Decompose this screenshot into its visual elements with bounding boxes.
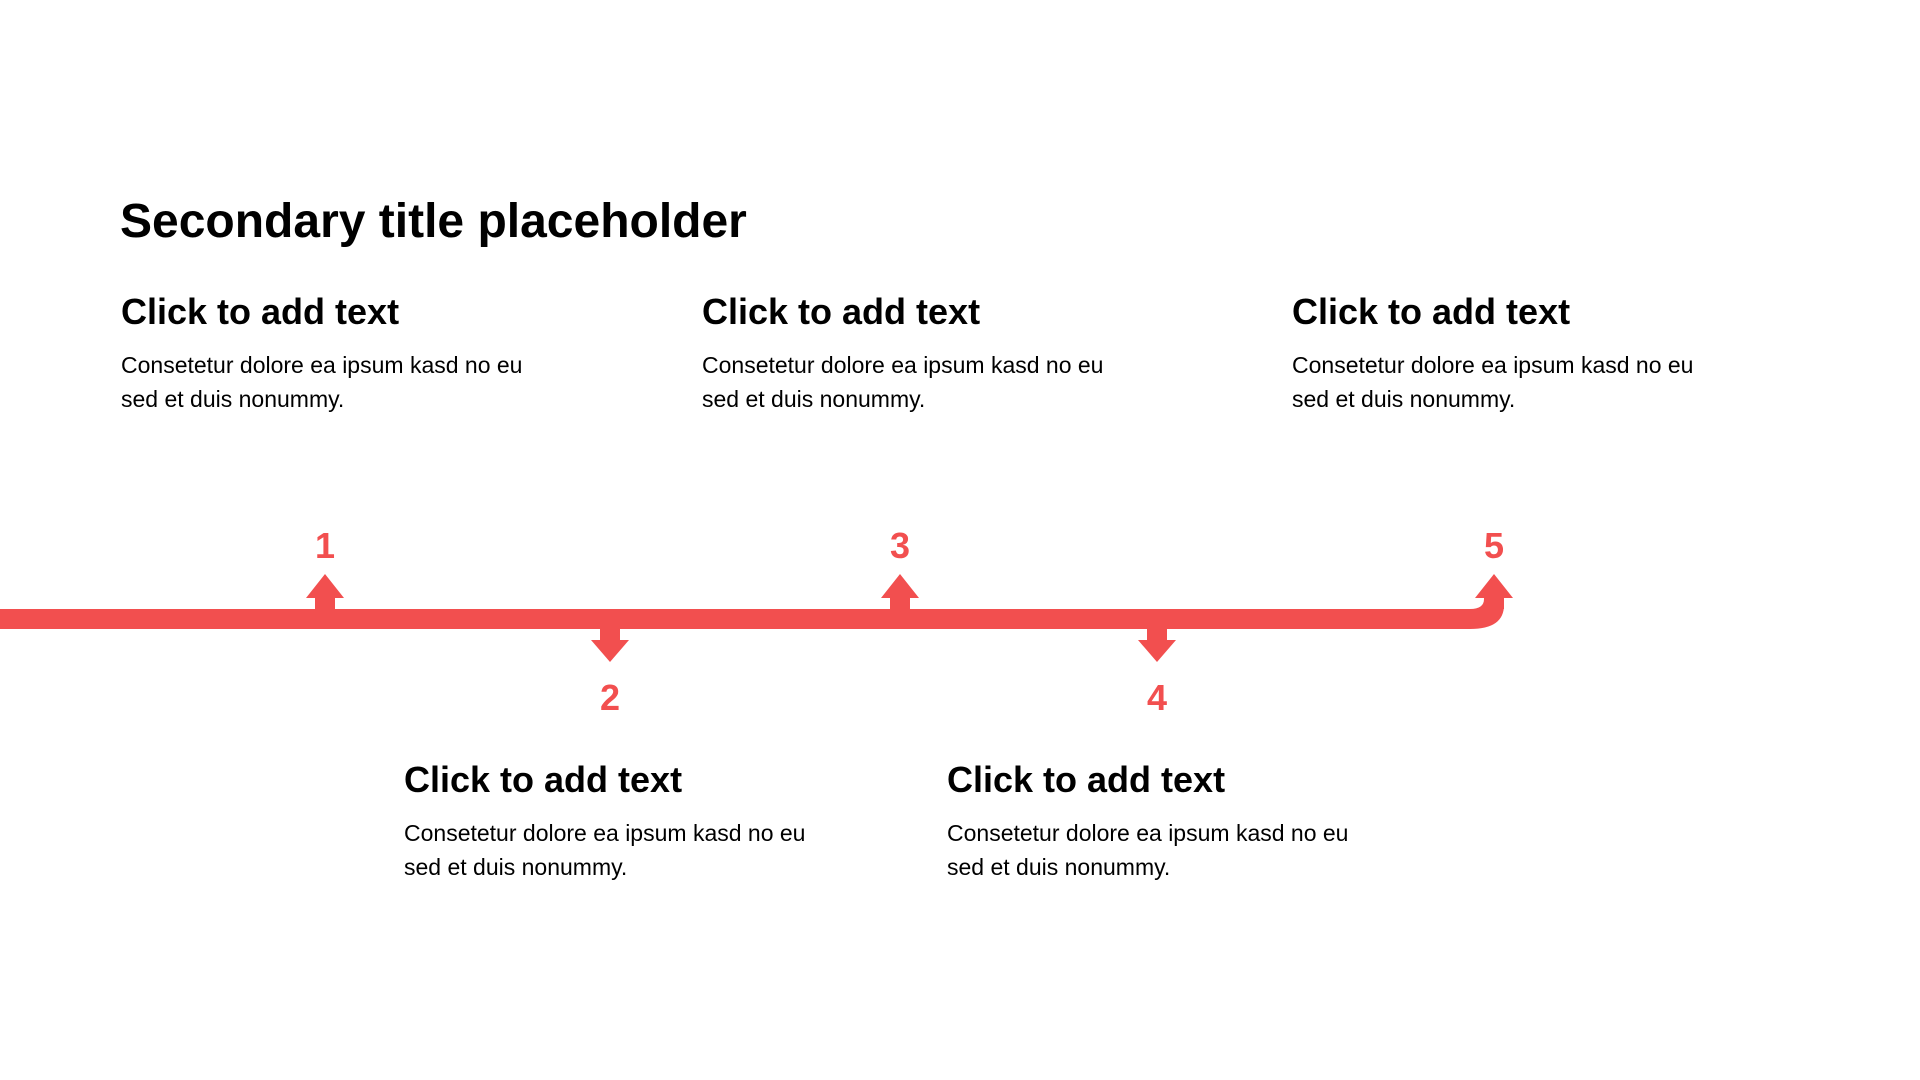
- page-title[interactable]: Secondary title placeholder: [120, 195, 747, 248]
- step-number: 4: [1147, 677, 1167, 718]
- item-heading[interactable]: Click to add text: [702, 291, 981, 332]
- timeline-item-3: Click to add text Consetetur dolore ea i…: [702, 288, 1132, 416]
- step-number: 1: [315, 525, 335, 566]
- item-heading[interactable]: Click to add text: [121, 291, 400, 332]
- arrow-up-icon: [306, 574, 344, 609]
- timeline-item-2: Click to add text Consetetur dolore ea i…: [404, 756, 834, 884]
- item-body[interactable]: Consetetur dolore ea ipsum kasd no eu se…: [121, 352, 523, 412]
- arrow-up-icon: [1475, 574, 1513, 609]
- item-heading[interactable]: Click to add text: [404, 759, 683, 800]
- arrow-down-icon: [591, 629, 629, 662]
- item-heading[interactable]: Click to add text: [947, 759, 1226, 800]
- arrow-up-icon: [881, 574, 919, 609]
- item-body[interactable]: Consetetur dolore ea ipsum kasd no eu se…: [702, 352, 1104, 412]
- timeline-item-4: Click to add text Consetetur dolore ea i…: [947, 756, 1377, 884]
- step-number: 2: [600, 677, 620, 718]
- timeline-item-1: Click to add text Consetetur dolore ea i…: [121, 288, 551, 416]
- item-heading[interactable]: Click to add text: [1292, 291, 1571, 332]
- step-number: 5: [1484, 525, 1504, 566]
- item-body[interactable]: Consetetur dolore ea ipsum kasd no eu se…: [1292, 352, 1694, 412]
- item-body[interactable]: Consetetur dolore ea ipsum kasd no eu se…: [947, 820, 1349, 880]
- item-body[interactable]: Consetetur dolore ea ipsum kasd no eu se…: [404, 820, 806, 880]
- arrow-down-icon: [1138, 629, 1176, 662]
- timeline-line: [0, 598, 1504, 629]
- step-number: 3: [890, 525, 910, 566]
- timeline-item-5: Click to add text Consetetur dolore ea i…: [1292, 288, 1722, 416]
